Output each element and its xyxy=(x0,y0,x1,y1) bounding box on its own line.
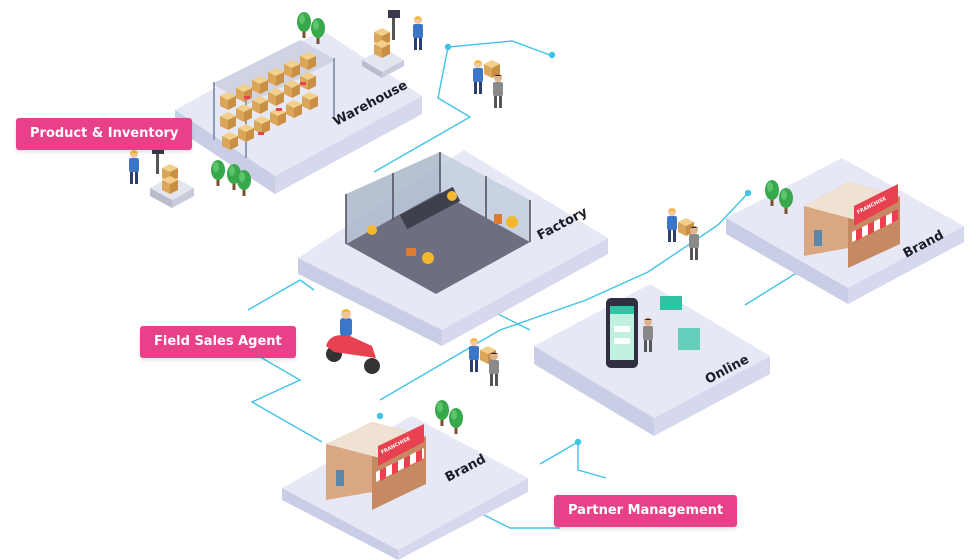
worker-icon xyxy=(129,150,139,184)
delivery-scooter-icon xyxy=(326,309,380,374)
tree-icon xyxy=(435,400,463,434)
connector-partner-right xyxy=(539,440,607,479)
connector-partner-left xyxy=(473,509,560,529)
connector-brand-online xyxy=(379,192,749,401)
scale-icon xyxy=(150,146,194,208)
connector-warehouse-east xyxy=(373,40,551,173)
warehouse-shelves-icon xyxy=(212,40,336,158)
worker-icon xyxy=(473,60,503,108)
connector-brand-top xyxy=(744,271,799,306)
brand-top-tile: FRANCHISE Brand xyxy=(726,158,964,304)
scale-icon xyxy=(362,10,404,78)
phone-shop-icon xyxy=(606,296,700,368)
brand-bottom-tile: FRANCHISE Brand xyxy=(282,400,528,560)
factory-tile: Factory xyxy=(298,150,608,346)
partner-management-callout: Partner Management xyxy=(554,495,738,527)
connector-lines xyxy=(247,40,799,529)
warehouse-tile: Warehouse xyxy=(175,12,422,196)
online-tile: Online xyxy=(534,284,770,436)
storefront-icon: FRANCHISE xyxy=(326,422,426,510)
product-inventory-callout: Product & Inventory xyxy=(16,118,193,150)
connector-field-agent-top xyxy=(247,279,315,311)
factory-robots-icon xyxy=(345,152,531,294)
worker-icon xyxy=(469,338,499,386)
field-sales-agent-callout: Field Sales Agent xyxy=(140,326,296,358)
storefront-icon: FRANCHISE xyxy=(804,182,900,268)
worker-icon xyxy=(413,16,423,50)
worker-icon xyxy=(667,208,699,260)
connector-field-agent-bottom xyxy=(247,349,323,443)
